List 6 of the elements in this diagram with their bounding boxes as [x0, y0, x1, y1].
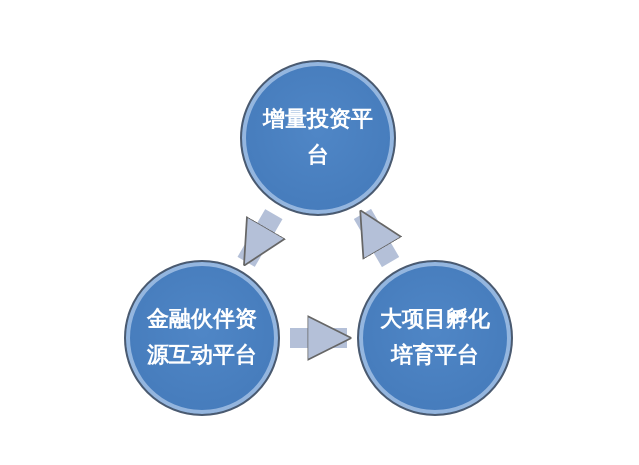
- block-arrow: [290, 315, 352, 361]
- block-arrow: [354, 208, 402, 268]
- platform-label: 大项目孵化培育平台: [379, 306, 491, 370]
- platform-label: 金融伙伴资源互动平台: [146, 306, 258, 370]
- platform-label: 增量投资平台: [261, 106, 374, 170]
- block-arrow: [238, 209, 286, 267]
